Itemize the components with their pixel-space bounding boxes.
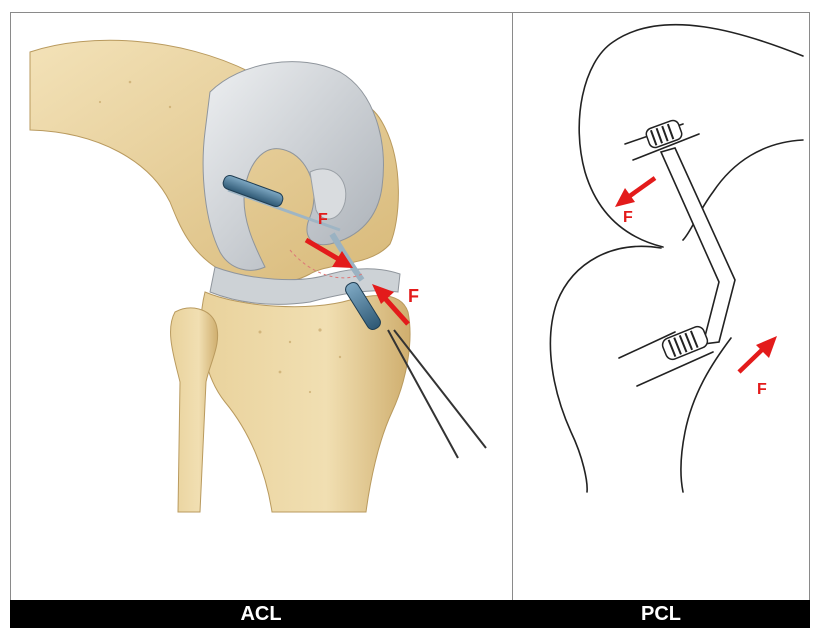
pcl-femoral-screw: [645, 119, 684, 149]
pcl-force-arrow-2: [739, 336, 777, 372]
pcl-tibia-posterior: [681, 338, 731, 492]
pcl-panel: F F: [512, 12, 810, 612]
pcl-force-label-2: F: [757, 381, 767, 398]
acl-force-label-2: F: [408, 286, 419, 306]
acl-panel: F F: [10, 12, 512, 612]
fibula-bone: [171, 308, 218, 512]
caption-bar: ACL PCL: [10, 600, 810, 628]
acl-caption: ACL: [10, 600, 512, 628]
pcl-tibia-outline: [550, 246, 661, 492]
pcl-illustration: F F: [513, 12, 811, 600]
acl-illustration: F F: [10, 12, 512, 600]
pcl-tibial-screw: [660, 325, 709, 362]
acl-force-label-1: F: [318, 211, 328, 228]
pcl-force-label-1: F: [623, 209, 633, 226]
pcl-force-arrow-1: [615, 178, 655, 207]
pcl-caption: PCL: [512, 600, 810, 628]
